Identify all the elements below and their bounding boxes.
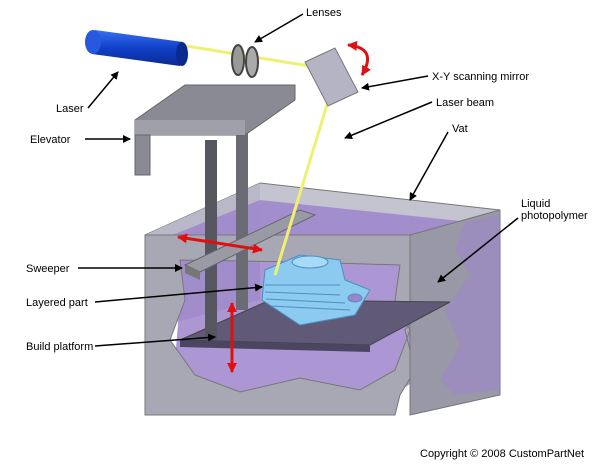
- label-build-platform: Build platform: [26, 341, 93, 353]
- lenses: [231, 44, 259, 78]
- label-elevator: Elevator: [30, 134, 71, 146]
- label-laser-beam: Laser beam: [436, 97, 494, 109]
- x-y-scanning-mirror: [304, 47, 359, 107]
- layered-part: [261, 254, 371, 326]
- label-sweeper: Sweeper: [26, 263, 70, 275]
- label-laser: Laser: [56, 103, 84, 115]
- elevator: [134, 84, 296, 340]
- copyright: Copyright © 2008 CustomPartNet: [420, 448, 584, 460]
- label-photopolymer: photopolymer: [521, 210, 588, 222]
- label-mirror: X-Y scanning mirror: [432, 71, 529, 83]
- label-vat: Vat: [452, 123, 468, 135]
- label-lenses: Lenses: [306, 7, 342, 19]
- label-layered-part: Layered part: [26, 297, 88, 309]
- laser: [85, 30, 188, 66]
- sweeper-motion-arrow: [177, 233, 263, 254]
- mirror-rotation-arrow: [347, 40, 371, 76]
- label-liquid: Liquid: [521, 198, 550, 210]
